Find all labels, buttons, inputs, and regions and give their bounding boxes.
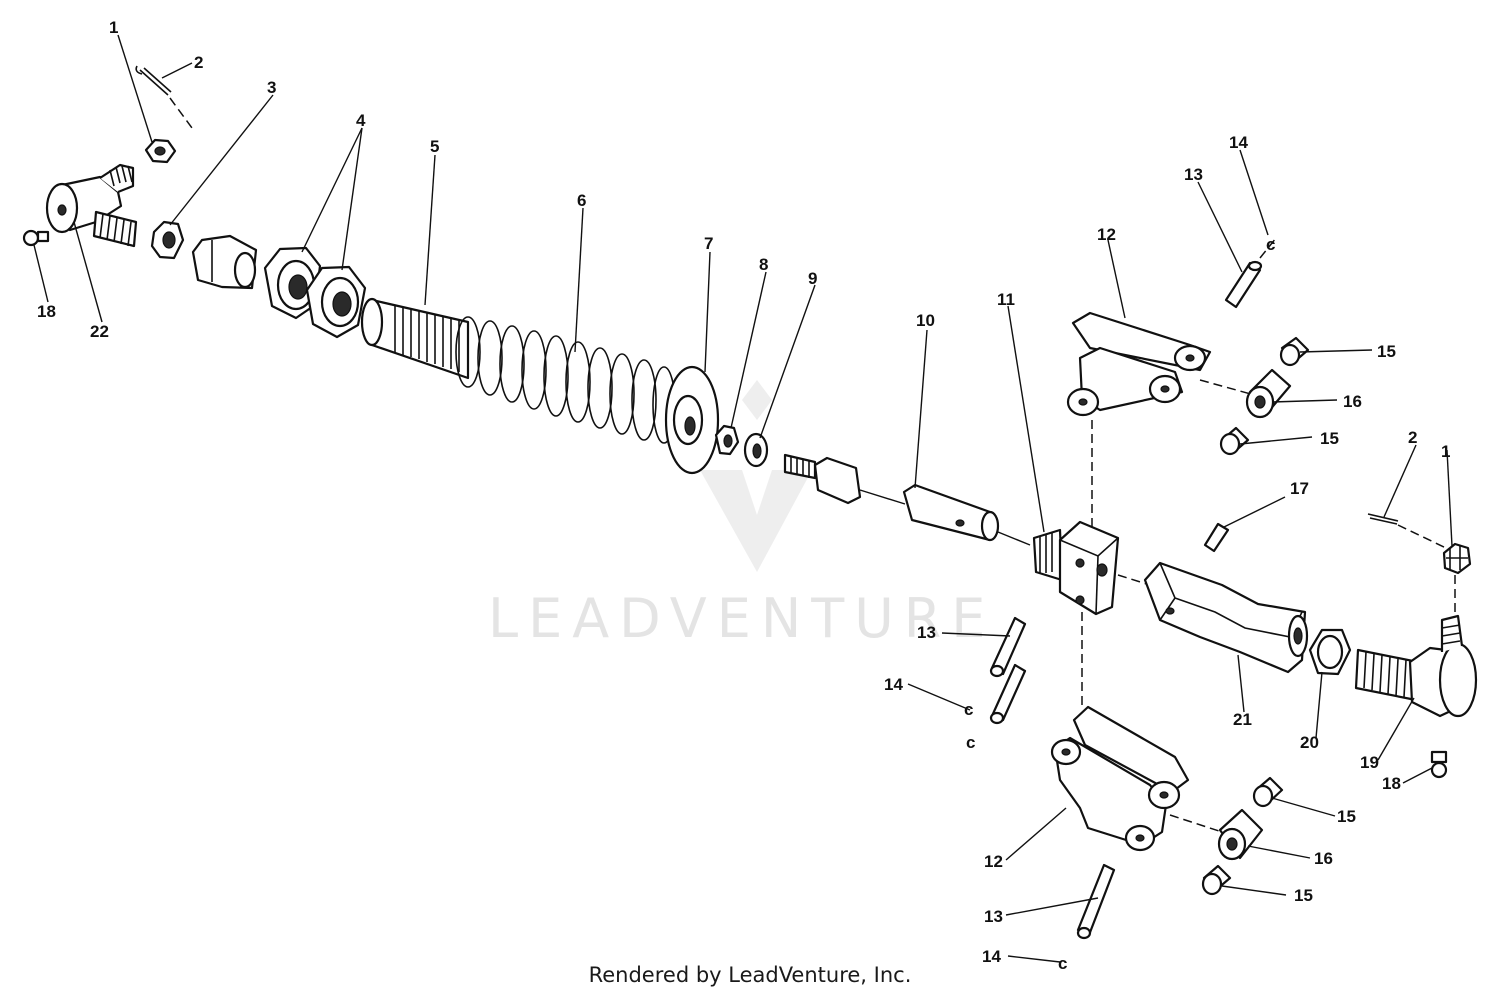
threaded-tube-part — [360, 297, 470, 380]
callout-18: 18 — [1382, 774, 1401, 793]
coil-spring-part — [455, 316, 676, 444]
pivot-pin-part — [1076, 863, 1116, 940]
clip-glyph: c — [1058, 954, 1067, 973]
callout-15: 15 — [1337, 807, 1356, 826]
callout-18: 18 — [37, 302, 56, 321]
clip-glyph: c — [966, 733, 975, 752]
bushing-part — [1252, 776, 1284, 808]
clip-glyph: c — [1266, 235, 1275, 254]
cotter-pin-part — [135, 65, 172, 96]
callout-labels: 1 2 3 4 5 6 7 8 9 10 11 12 13 14 15 16 1… — [37, 18, 1450, 966]
callout-15: 15 — [1377, 342, 1396, 361]
callout-4: 4 — [356, 111, 366, 130]
pivot-pin-part — [989, 616, 1027, 725]
watermark-text: LEADVENTURE — [488, 587, 995, 650]
callout-13: 13 — [984, 907, 1003, 926]
pivot-pin-part — [1224, 260, 1263, 309]
callout-10: 10 — [916, 311, 935, 330]
lower-link-bracket-part — [1050, 705, 1190, 852]
callout-14: 14 — [884, 675, 903, 694]
hex-nut-pair-part — [263, 246, 367, 339]
callout-20: 20 — [1300, 733, 1319, 752]
callout-5: 5 — [430, 137, 439, 156]
callout-9: 9 — [808, 269, 817, 288]
callout-12: 12 — [984, 852, 1003, 871]
callout-22: 22 — [90, 322, 109, 341]
pivot-block-part — [1032, 520, 1120, 616]
callout-12: 12 — [1097, 225, 1116, 244]
callout-21: 21 — [1233, 710, 1252, 729]
callout-19: 19 — [1360, 753, 1379, 772]
grease-fitting-part — [22, 229, 50, 247]
callout-1: 1 — [1441, 442, 1450, 461]
spring-seat-washer-part — [664, 365, 720, 475]
bushing-part — [1279, 336, 1310, 367]
callout-1: 1 — [109, 18, 118, 37]
bearing-sleeve-part — [1245, 368, 1292, 419]
leadventure-watermark-logo — [700, 380, 812, 572]
callout-15: 15 — [1320, 429, 1339, 448]
spacer-pin-part — [1203, 522, 1230, 553]
callout-14: 14 — [1229, 133, 1248, 152]
tie-rod-end-part — [1354, 614, 1478, 718]
render-credit-footer: Rendered by LeadVenture, Inc. — [588, 963, 912, 987]
callout-11: 11 — [997, 290, 1015, 309]
threaded-stud-coupler-part — [783, 453, 862, 505]
cotter-pin-part — [1367, 513, 1399, 525]
callout-15: 15 — [1294, 886, 1313, 905]
grease-fitting-part — [1430, 750, 1448, 779]
tie-rod-end-part — [45, 163, 138, 248]
jam-nut-part — [1308, 628, 1352, 676]
leader-lines — [33, 34, 1453, 963]
callout-14: 14 — [982, 947, 1001, 966]
callout-16: 16 — [1343, 392, 1362, 411]
callout-13: 13 — [1184, 165, 1203, 184]
callout-2: 2 — [1408, 428, 1417, 447]
callout-6: 6 — [577, 191, 586, 210]
callout-8: 8 — [759, 255, 768, 274]
callout-7: 7 — [704, 234, 713, 253]
bushing-part — [1219, 426, 1250, 456]
upper-link-bracket-part — [1066, 311, 1212, 417]
jam-nut-part — [150, 220, 185, 260]
small-washer-part — [743, 432, 769, 468]
castle-nut-part — [1442, 542, 1472, 575]
callout-17: 17 — [1290, 479, 1309, 498]
small-nut-part — [714, 424, 740, 456]
callout-2: 2 — [194, 53, 203, 72]
callout-3: 3 — [267, 78, 276, 97]
castle-nut-part — [144, 138, 177, 164]
callout-13: 13 — [917, 623, 936, 642]
rod-end-block-part — [1143, 561, 1309, 674]
coupler-part — [191, 234, 258, 290]
shaft-part — [902, 483, 1000, 542]
bushing-part — [1201, 864, 1232, 896]
callout-16: 16 — [1314, 849, 1333, 868]
bearing-sleeve-part — [1217, 808, 1264, 861]
